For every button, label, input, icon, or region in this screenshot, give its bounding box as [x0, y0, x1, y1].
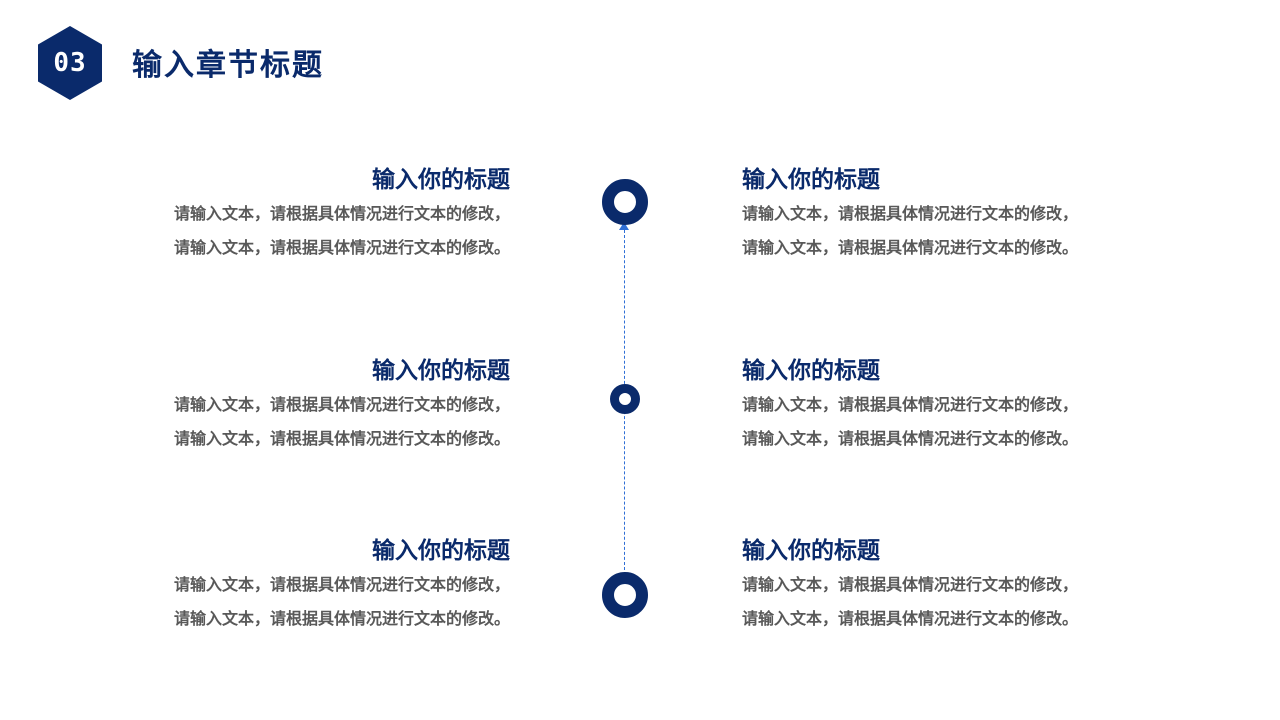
- item-body-line: 请输入文本，请根据具体情况进行文本的修改。: [742, 238, 1079, 257]
- timeline-item-right-3: 输入你的标题 请输入文本，请根据具体情况进行文本的修改， 请输入文本，请根据具体…: [742, 536, 1142, 636]
- item-title: 输入你的标题: [372, 167, 510, 193]
- item-body: 请输入文本，请根据具体情况进行文本的修改， 请输入文本，请根据具体情况进行文本的…: [742, 568, 1142, 636]
- item-body-line: 请输入文本，请根据具体情况进行文本的修改，: [742, 575, 1079, 594]
- item-body-line: 请输入文本，请根据具体情况进行文本的修改，: [742, 204, 1079, 223]
- item-body-line: 请输入文本，请根据具体情况进行文本的修改。: [173, 609, 510, 628]
- item-body-line: 请输入文本，请根据具体情况进行文本的修改，: [173, 204, 510, 223]
- timeline-ring-bottom: [602, 572, 648, 618]
- page-title: 输入章节标题: [132, 48, 324, 83]
- item-body-line: 请输入文本，请根据具体情况进行文本的修改，: [173, 395, 510, 414]
- item-body-line: 请输入文本，请根据具体情况进行文本的修改，: [173, 575, 510, 594]
- item-body: 请输入文本，请根据具体情况进行文本的修改， 请输入文本，请根据具体情况进行文本的…: [110, 197, 510, 265]
- item-body-line: 请输入文本，请根据具体情况进行文本的修改。: [173, 238, 510, 257]
- timeline-item-left-2: 输入你的标题 请输入文本，请根据具体情况进行文本的修改， 请输入文本，请根据具体…: [110, 356, 510, 456]
- timeline-item-right-2: 输入你的标题 请输入文本，请根据具体情况进行文本的修改， 请输入文本，请根据具体…: [742, 356, 1142, 456]
- item-body-line: 请输入文本，请根据具体情况进行文本的修改，: [742, 395, 1079, 414]
- timeline-item-left-3: 输入你的标题 请输入文本，请根据具体情况进行文本的修改， 请输入文本，请根据具体…: [110, 536, 510, 636]
- item-body-line: 请输入文本，请根据具体情况进行文本的修改。: [742, 429, 1079, 448]
- timeline-arrow-icon: [619, 222, 629, 230]
- item-body: 请输入文本，请根据具体情况进行文本的修改， 请输入文本，请根据具体情况进行文本的…: [742, 197, 1142, 265]
- item-title: 输入你的标题: [742, 358, 880, 384]
- item-body: 请输入文本，请根据具体情况进行文本的修改， 请输入文本，请根据具体情况进行文本的…: [742, 388, 1142, 456]
- item-body: 请输入文本，请根据具体情况进行文本的修改， 请输入文本，请根据具体情况进行文本的…: [110, 388, 510, 456]
- hexagon-shape: [38, 26, 102, 100]
- item-body: 请输入文本，请根据具体情况进行文本的修改， 请输入文本，请根据具体情况进行文本的…: [110, 568, 510, 636]
- item-body-line: 请输入文本，请根据具体情况进行文本的修改。: [742, 609, 1079, 628]
- timeline-ring-top: [602, 179, 648, 225]
- item-title: 输入你的标题: [742, 167, 880, 193]
- item-title: 输入你的标题: [742, 538, 880, 564]
- section-number-badge: 03: [36, 25, 104, 101]
- section-number: 03: [53, 48, 87, 78]
- item-title: 输入你的标题: [372, 538, 510, 564]
- item-body-line: 请输入文本，请根据具体情况进行文本的修改。: [173, 429, 510, 448]
- timeline-ring-middle: [610, 384, 640, 414]
- timeline-item-right-1: 输入你的标题 请输入文本，请根据具体情况进行文本的修改， 请输入文本，请根据具体…: [742, 165, 1142, 265]
- item-title: 输入你的标题: [372, 358, 510, 384]
- timeline-item-left-1: 输入你的标题 请输入文本，请根据具体情况进行文本的修改， 请输入文本，请根据具体…: [110, 165, 510, 265]
